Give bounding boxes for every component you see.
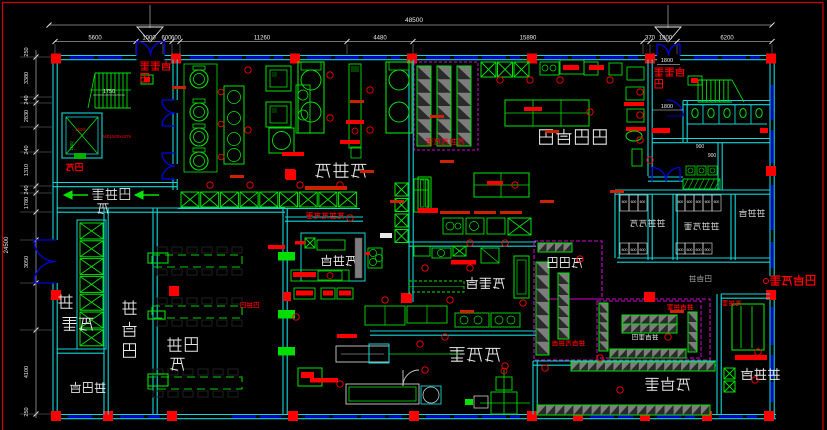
svg-text:24500: 24500 <box>4 236 10 253</box>
svg-text:600: 600 <box>640 200 646 204</box>
svg-text:1600: 1600 <box>69 141 74 151</box>
svg-text:1000: 1000 <box>142 36 156 42</box>
svg-text:5600: 5600 <box>88 36 102 42</box>
svg-text:900: 900 <box>705 248 711 252</box>
svg-text:600: 600 <box>622 248 628 252</box>
svg-text:600: 600 <box>631 200 637 204</box>
svg-text:240: 240 <box>24 95 30 104</box>
svg-text:600: 600 <box>687 248 693 252</box>
svg-text:240: 240 <box>24 185 30 194</box>
svg-text:250: 250 <box>24 407 30 416</box>
svg-text:600: 600 <box>714 200 720 204</box>
svg-text:11260: 11260 <box>254 36 271 42</box>
svg-text:3380: 3380 <box>24 72 30 84</box>
svg-text:1750: 1750 <box>103 89 115 95</box>
svg-text:15890: 15890 <box>520 36 537 42</box>
svg-text:4100: 4100 <box>24 366 30 378</box>
svg-text:6200: 6200 <box>720 36 734 42</box>
svg-text:600: 600 <box>171 36 182 42</box>
svg-text:370: 370 <box>645 36 656 42</box>
svg-text:600: 600 <box>696 200 702 204</box>
svg-text:600: 600 <box>687 200 693 204</box>
svg-text:250: 250 <box>24 47 30 56</box>
svg-text:900: 900 <box>696 144 705 150</box>
svg-text:MD1500x2279: MD1500x2279 <box>103 134 132 139</box>
svg-text:600: 600 <box>631 248 637 252</box>
svg-text:4480: 4480 <box>373 36 387 42</box>
svg-text:3050: 3050 <box>24 256 30 268</box>
svg-text:600: 600 <box>705 200 711 204</box>
svg-text:1500: 1500 <box>75 127 86 132</box>
svg-text:1780: 1780 <box>24 197 30 209</box>
svg-text:240: 240 <box>24 145 30 154</box>
svg-text:600: 600 <box>678 200 684 204</box>
svg-text:900: 900 <box>678 248 684 252</box>
svg-text:900: 900 <box>708 153 717 159</box>
svg-text:2830: 2830 <box>24 110 30 122</box>
svg-text:600: 600 <box>696 248 702 252</box>
svg-text:48500: 48500 <box>405 17 423 24</box>
svg-text:1800: 1800 <box>661 58 673 64</box>
svg-text:1800: 1800 <box>659 36 673 42</box>
svg-text:600: 600 <box>622 200 628 204</box>
svg-text:1800: 1800 <box>661 104 673 110</box>
svg-text:600: 600 <box>640 248 646 252</box>
svg-text:1310: 1310 <box>24 164 30 176</box>
svg-text:600: 600 <box>161 36 172 42</box>
